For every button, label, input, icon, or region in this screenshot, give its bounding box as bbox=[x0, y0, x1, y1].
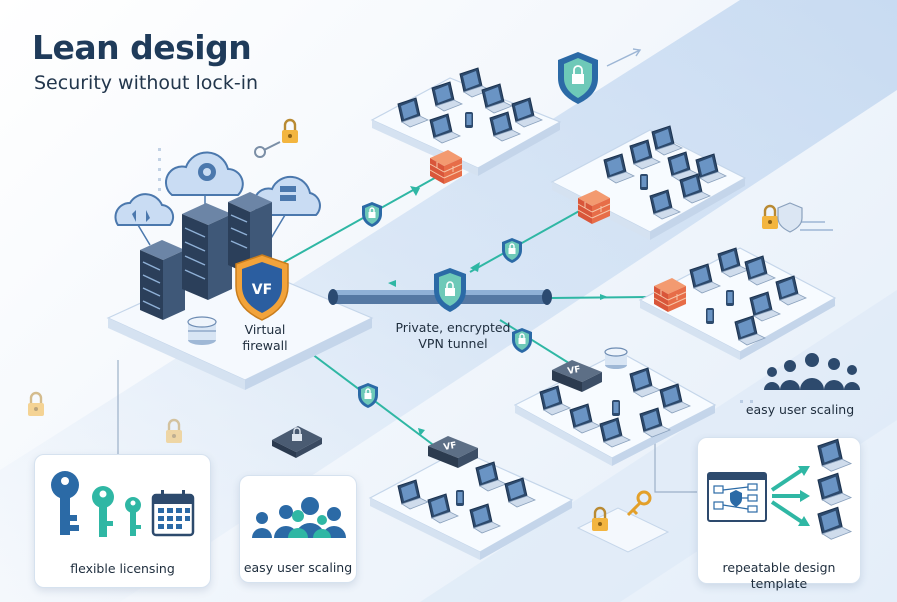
key-icon bbox=[254, 141, 281, 158]
easy-user-scaling-bottom-label: easy user scaling bbox=[243, 560, 353, 575]
padlock-icon bbox=[280, 118, 300, 145]
repeatable-design-template-card: repeatable design template bbox=[697, 437, 861, 591]
virtual-firewall-label: Virtual firewall bbox=[242, 322, 288, 353]
site-right-platform bbox=[638, 247, 837, 360]
storage-lower-right-icon bbox=[604, 347, 628, 369]
template-icon bbox=[707, 438, 852, 540]
padlock-bottom-icon bbox=[590, 506, 610, 533]
flexible-licensing-card: flexible licensing bbox=[34, 454, 211, 588]
storage-icon bbox=[187, 316, 217, 345]
cloud-gear-icon bbox=[165, 151, 244, 196]
calendar-icon bbox=[151, 490, 195, 537]
cloud-upload-icon bbox=[114, 193, 175, 226]
vpn-shield-icon bbox=[434, 268, 466, 312]
page-subtitle: Security without lock-in bbox=[34, 72, 259, 94]
key-bottom-icon bbox=[626, 490, 652, 517]
licensing-icons bbox=[51, 471, 195, 537]
link-tunnel-to-lower-right bbox=[499, 319, 581, 371]
shield-outline-right-icon bbox=[777, 202, 803, 233]
padlock-left-decor-2-icon bbox=[164, 418, 184, 445]
padlock-right-icon bbox=[760, 204, 780, 231]
key-small-icon bbox=[125, 497, 141, 536]
server-rack-3 bbox=[228, 192, 272, 275]
security-shield-top-icon bbox=[558, 52, 598, 104]
link-shield-top-icon bbox=[361, 201, 383, 228]
padlock-tile-icon bbox=[272, 426, 322, 458]
easy-user-scaling-card: easy user scaling bbox=[239, 475, 357, 583]
site-lower-right-platform bbox=[513, 351, 717, 466]
replicate-arrows bbox=[770, 468, 804, 524]
site-top-platform bbox=[370, 67, 562, 176]
link-shield-bottom-icon bbox=[357, 382, 379, 409]
key-lock-pad bbox=[576, 507, 670, 553]
page-title: Lean design bbox=[32, 28, 252, 67]
link-shield-upper-right-icon bbox=[501, 237, 523, 264]
people-group-right-icon bbox=[764, 353, 860, 390]
site-upper-right-platform bbox=[550, 125, 747, 240]
key-large-icon bbox=[51, 471, 79, 535]
vpn-tunnel-label: Private, encrypted VPN tunnel bbox=[395, 320, 511, 351]
flexible-licensing-label: flexible licensing bbox=[70, 561, 175, 576]
link-hq-to-top-site bbox=[269, 174, 441, 271]
server-rack-1 bbox=[140, 240, 185, 320]
padlock-left-decor-icon bbox=[26, 391, 46, 418]
template-window-icon bbox=[707, 472, 767, 522]
svg-text:VF: VF bbox=[252, 282, 272, 298]
server-rack-2 bbox=[182, 203, 232, 300]
people-group-card-icon bbox=[252, 497, 346, 538]
link-tunnel-to-upper-right bbox=[469, 204, 591, 273]
virtual-firewall-shield-icon: VF bbox=[235, 254, 289, 321]
key-medium-icon bbox=[92, 486, 114, 537]
easy-user-scaling-right-label: easy user scaling bbox=[745, 402, 855, 417]
site-bottom-platform bbox=[368, 449, 574, 560]
repeatable-design-template-label: repeatable design template bbox=[722, 560, 836, 591]
